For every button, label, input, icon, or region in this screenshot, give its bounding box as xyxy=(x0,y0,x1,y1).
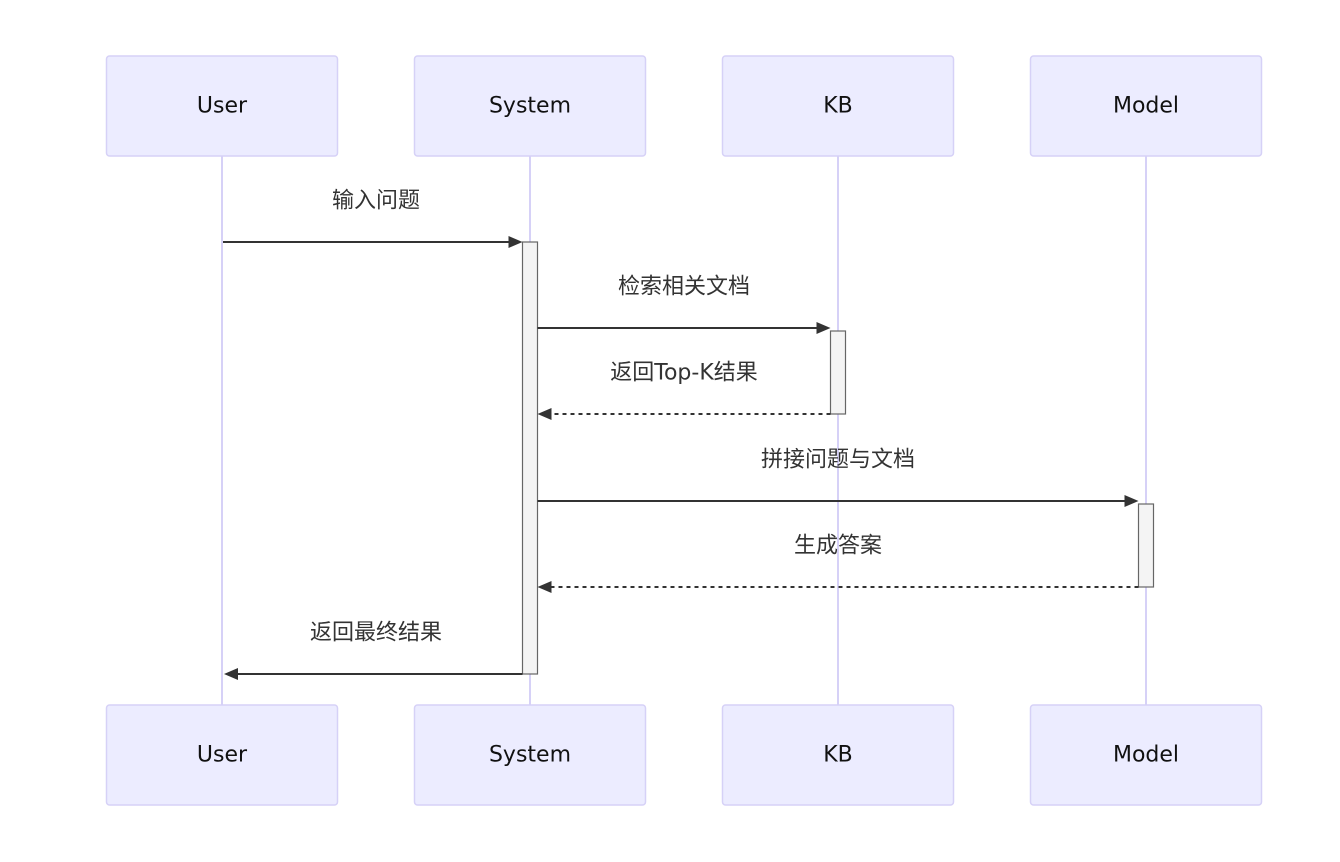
arrowhead-icon xyxy=(816,322,831,334)
arrowhead-icon xyxy=(537,581,552,593)
participant-model-top: Model xyxy=(1029,55,1263,157)
participant-box xyxy=(721,55,955,157)
participant-box xyxy=(413,704,647,806)
participant-label: Model xyxy=(1113,94,1179,119)
message-label: 生成答案 xyxy=(794,534,882,559)
arrowhead-icon xyxy=(224,668,238,680)
activation-bars xyxy=(521,241,1155,675)
participant-box xyxy=(105,704,339,806)
participant-box xyxy=(721,704,955,806)
participants-bottom: User System KB Model xyxy=(105,704,1263,806)
participant-box xyxy=(105,55,339,157)
message-3: 返回Top-K结果 xyxy=(537,361,831,420)
participant-label: User xyxy=(197,94,248,119)
activation-kb xyxy=(829,330,847,415)
arrowhead-icon xyxy=(537,408,552,420)
participant-user-top: User xyxy=(105,55,339,157)
message-1: 输入问题 xyxy=(223,189,523,248)
participant-system-bottom: System xyxy=(413,704,647,806)
participant-label: Model xyxy=(1113,743,1179,768)
participant-system-top: System xyxy=(413,55,647,157)
message-4: 拼接问题与文档 xyxy=(537,448,1139,507)
message-label: 拼接问题与文档 xyxy=(761,448,915,473)
participant-label: KB xyxy=(823,94,853,119)
message-label: 返回最终结果 xyxy=(310,621,442,646)
message-label: 返回Top-K结果 xyxy=(610,361,758,386)
participant-label: System xyxy=(489,94,571,119)
message-label: 检索相关文档 xyxy=(618,275,750,300)
message-label: 输入问题 xyxy=(332,189,420,214)
participant-kb-top: KB xyxy=(721,55,955,157)
arrowhead-icon xyxy=(508,236,523,248)
participant-user-bottom: User xyxy=(105,704,339,806)
participant-box xyxy=(413,55,647,157)
participant-model-bottom: Model xyxy=(1029,704,1263,806)
participant-kb-bottom: KB xyxy=(721,704,955,806)
activation-model xyxy=(1137,503,1155,588)
participant-box xyxy=(1029,55,1263,157)
participant-box xyxy=(1029,704,1263,806)
participant-label: User xyxy=(197,743,248,768)
message-5: 生成答案 xyxy=(537,534,1139,593)
participants-top: User System KB Model xyxy=(105,55,1263,157)
message-6: 返回最终结果 xyxy=(224,621,523,680)
participant-label: KB xyxy=(823,743,853,768)
participant-label: System xyxy=(489,743,571,768)
arrowhead-icon xyxy=(1124,495,1139,507)
activation-system xyxy=(521,241,539,675)
message-2: 检索相关文档 xyxy=(537,275,831,334)
